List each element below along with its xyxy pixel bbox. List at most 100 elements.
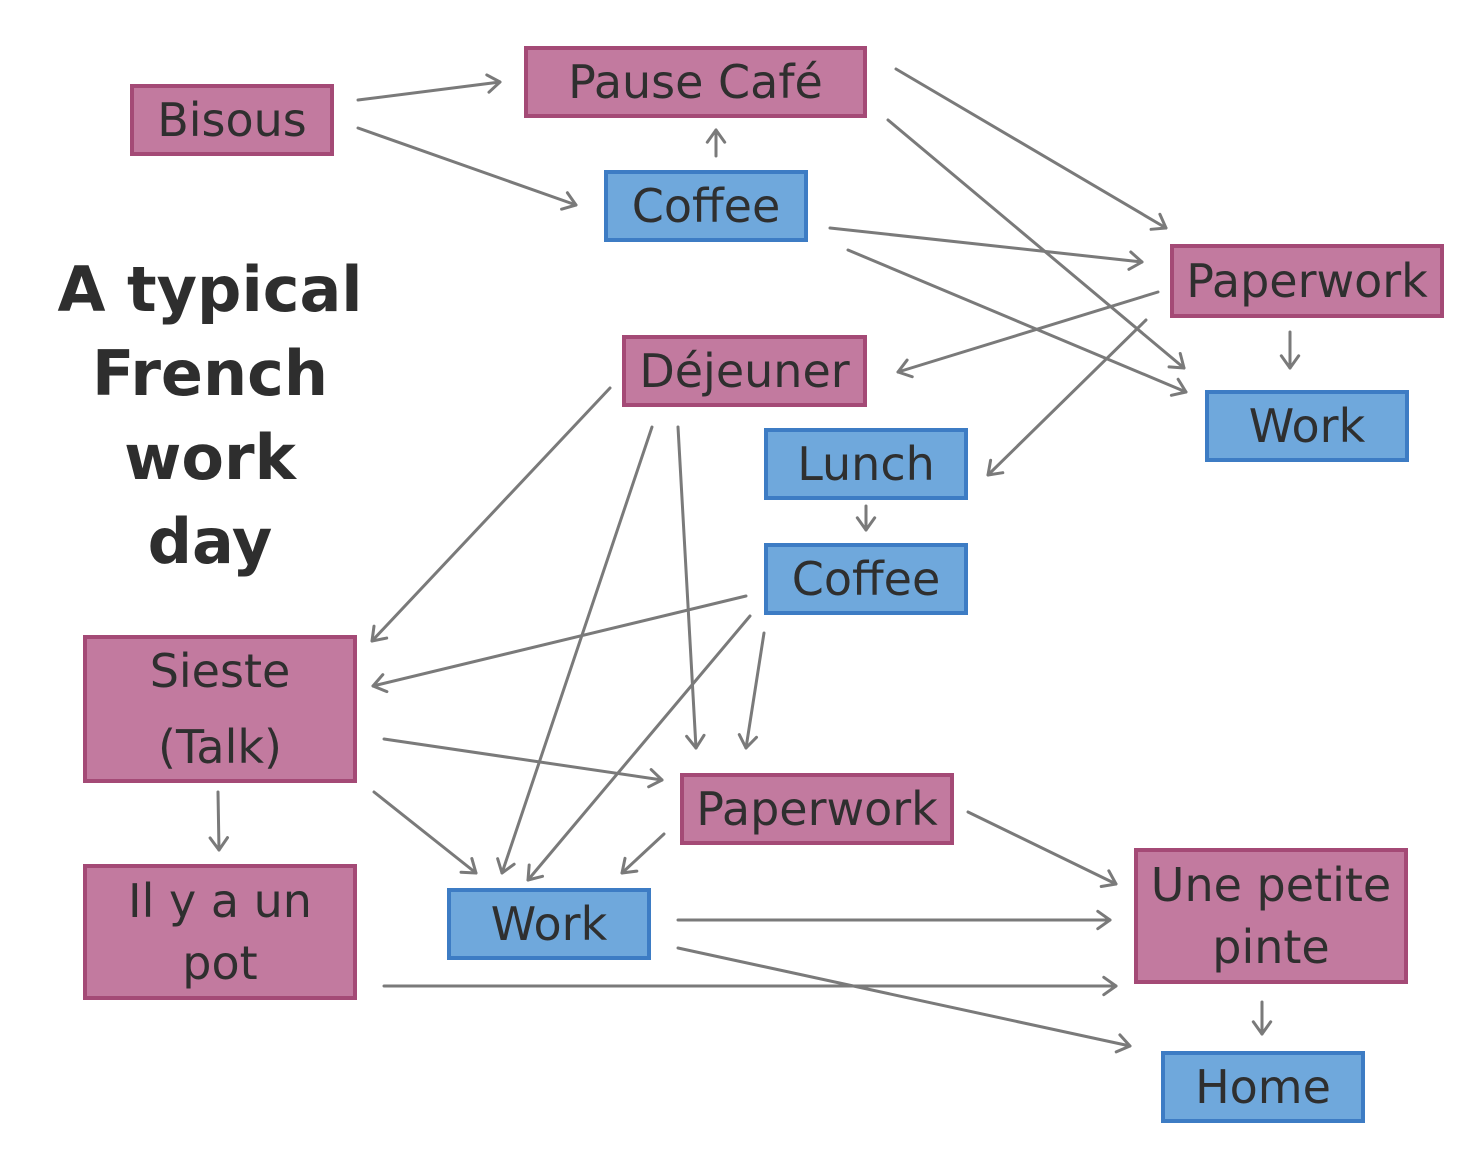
node-label: Coffee: [631, 178, 781, 233]
edge-line: [500, 425, 654, 875]
edge-line: [744, 631, 766, 750]
node-pause-cafe: Pause Café: [524, 46, 867, 118]
node-label: Paperwork: [696, 781, 938, 836]
edge-sieste-to-il-y-a: [208, 790, 230, 852]
node-home: Home: [1161, 1051, 1365, 1123]
node-il-y-a-un-pot: Il y a un pot: [83, 864, 357, 1000]
edge-line: [371, 594, 748, 688]
edge-paperwork-bottom-to-work-bottom: [620, 832, 666, 875]
node-label: Déjeuner: [639, 343, 850, 398]
edge-paperwork-top-to-lunch: [986, 318, 1148, 477]
edge-line: [356, 126, 578, 207]
edge-line: [894, 67, 1168, 230]
edge-line: [966, 810, 1118, 886]
node-label-line-1: Une petite: [1150, 858, 1392, 912]
node-lunch: Lunch: [764, 428, 968, 500]
edge-line: [216, 790, 221, 852]
edge-coffee-mid-to-work-bottom: [526, 614, 752, 882]
diagram-title: A typical French work day: [0, 248, 420, 584]
edge-paperwork-bottom-to-petite-pinte: [966, 810, 1118, 888]
edge-coffee-mid-to-sieste: [371, 594, 748, 694]
title-line-1: A typical: [57, 253, 363, 326]
arrowhead-icon: [526, 863, 545, 882]
edge-dejeuner-to-paperwork-bottom: [676, 425, 706, 750]
arrowhead-icon: [459, 857, 478, 875]
edge-line: [986, 318, 1148, 477]
node-label: Pause Café: [568, 54, 823, 109]
arrowhead-icon: [485, 73, 502, 94]
edge-work-bottom-to-petite-pinte: [676, 909, 1112, 931]
arrowhead-icon: [1167, 351, 1186, 370]
node-label-line-1: Sieste: [149, 644, 291, 698]
arrowhead-icon: [705, 128, 727, 144]
arrowhead-icon: [1149, 212, 1168, 231]
edge-line: [676, 425, 698, 750]
arrowhead-icon: [496, 857, 516, 875]
node-label-line-1: Il y a un: [128, 874, 312, 928]
title-line-3: day: [147, 505, 273, 578]
edge-line: [370, 386, 612, 643]
edge-petite-pinte-to-home: [1251, 1000, 1273, 1036]
arrowhead-icon: [855, 516, 877, 532]
edge-dejeuner-to-sieste: [370, 386, 612, 643]
arrowhead-icon: [371, 673, 389, 694]
edge-paperwork-top-to-dejeuner: [896, 290, 1160, 379]
arrowhead-icon: [1127, 250, 1144, 271]
arrowhead-icon: [208, 836, 230, 852]
edge-line: [676, 946, 1132, 1048]
arrowhead-icon: [1102, 975, 1118, 997]
edge-work-bottom-to-home: [676, 946, 1132, 1054]
edge-line: [356, 80, 502, 102]
arrowhead-icon: [1279, 354, 1301, 370]
edge-line: [828, 226, 1144, 264]
node-coffee-top: Coffee: [604, 170, 808, 242]
arrowhead-icon: [896, 358, 914, 379]
edge-line: [896, 290, 1160, 374]
edge-coffee-top-to-paperwork-top: [828, 226, 1144, 271]
arrowhead-icon: [986, 458, 1005, 477]
edge-dejeuner-to-work-bottom: [496, 425, 654, 875]
edge-line: [526, 614, 752, 882]
node-label: Lunch: [797, 436, 935, 491]
edge-sieste-to-work-bottom: [372, 790, 478, 875]
edge-bisous-to-coffee-top: [356, 126, 578, 211]
arrowhead-icon: [1096, 909, 1112, 931]
node-label: Home: [1195, 1059, 1331, 1114]
node-coffee-mid: Coffee: [764, 543, 968, 615]
node-label: Bisous: [157, 92, 307, 147]
node-work-bottom: Work: [447, 888, 651, 960]
node-label: Work: [490, 896, 608, 951]
edge-coffee-top-to-work-top: [846, 248, 1188, 397]
edge-line: [372, 790, 478, 875]
node-label: Paperwork: [1186, 253, 1428, 308]
arrowhead-icon: [620, 856, 639, 875]
node-une-petite-pinte: Une petite pinte: [1134, 848, 1408, 984]
edge-paperwork-top-to-work-top: [1279, 330, 1301, 370]
edge-bisous-to-pause-cafe: [356, 73, 502, 102]
arrowhead-icon: [370, 624, 389, 643]
edge-sieste-to-paperwork-bottom: [382, 737, 664, 789]
edge-il-y-a-to-petite-pinte: [382, 975, 1118, 997]
node-label: Work: [1248, 398, 1366, 453]
edge-coffee-mid-to-paperwork-bottom: [737, 631, 766, 750]
node-paperwork-bottom: Paperwork: [680, 773, 954, 845]
arrowhead-icon: [1251, 1020, 1273, 1036]
edge-line: [846, 248, 1188, 394]
node-bisous: Bisous: [130, 84, 334, 156]
arrowhead-icon: [1169, 377, 1188, 397]
node-label-line-2: pinte: [1212, 920, 1330, 974]
edge-pause-cafe-to-work-top: [886, 118, 1186, 370]
node-work-top: Work: [1205, 390, 1409, 462]
arrowhead-icon: [1099, 869, 1118, 888]
node-label-line-2: pot: [182, 936, 258, 990]
arrowhead-icon: [737, 733, 758, 750]
node-label-line-2: (Talk): [158, 720, 282, 774]
arrowhead-icon: [685, 733, 706, 750]
edge-line: [382, 737, 664, 782]
edge-lunch-to-coffee-mid: [855, 504, 877, 532]
edge-line: [620, 832, 666, 875]
arrowhead-icon: [560, 191, 578, 211]
node-label: Coffee: [791, 551, 941, 606]
